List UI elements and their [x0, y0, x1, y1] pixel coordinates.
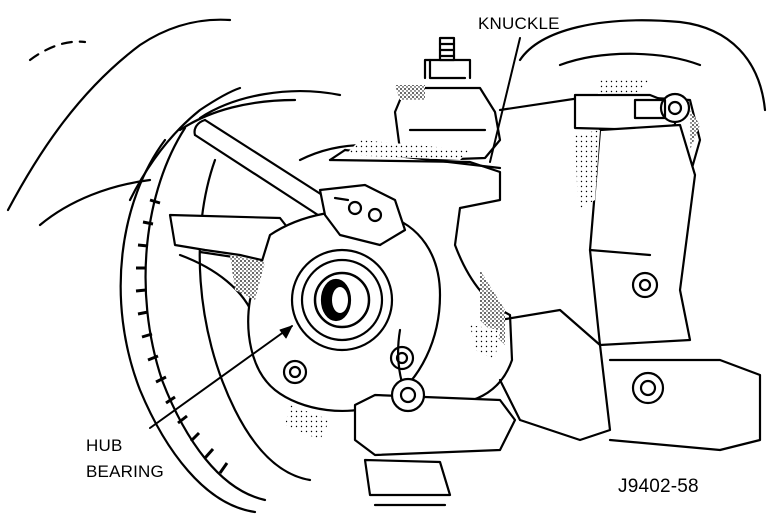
knuckle-leader: [489, 37, 521, 163]
frame-bolt: [659, 92, 691, 124]
hub-label-line2: BEARING: [86, 462, 164, 481]
knuckle-label: KNUCKLE: [478, 14, 560, 33]
hub-leader: [149, 325, 293, 429]
tire-inner-line: [28, 40, 87, 62]
figure-code: J9402-58: [618, 476, 699, 497]
pry-tool: [203, 118, 332, 202]
flange-bolt: [282, 359, 308, 385]
brake-rotor: [119, 138, 257, 514]
lower-ball-joint: [353, 393, 517, 457]
hub-bearing-outer: [290, 248, 394, 352]
upper-control-arm: [498, 93, 702, 177]
hub-bearing-label: HUB BEARING: [86, 433, 164, 485]
tire-outline: [6, 18, 232, 212]
hub-label-line1: HUB: [86, 436, 123, 455]
frame-bracket: [588, 123, 697, 347]
flange-bolt: [389, 345, 415, 371]
lower-bolt: [631, 371, 665, 405]
lower-arm: [498, 308, 612, 442]
lower-nut: [390, 377, 426, 413]
bracket-bolt: [631, 271, 659, 299]
